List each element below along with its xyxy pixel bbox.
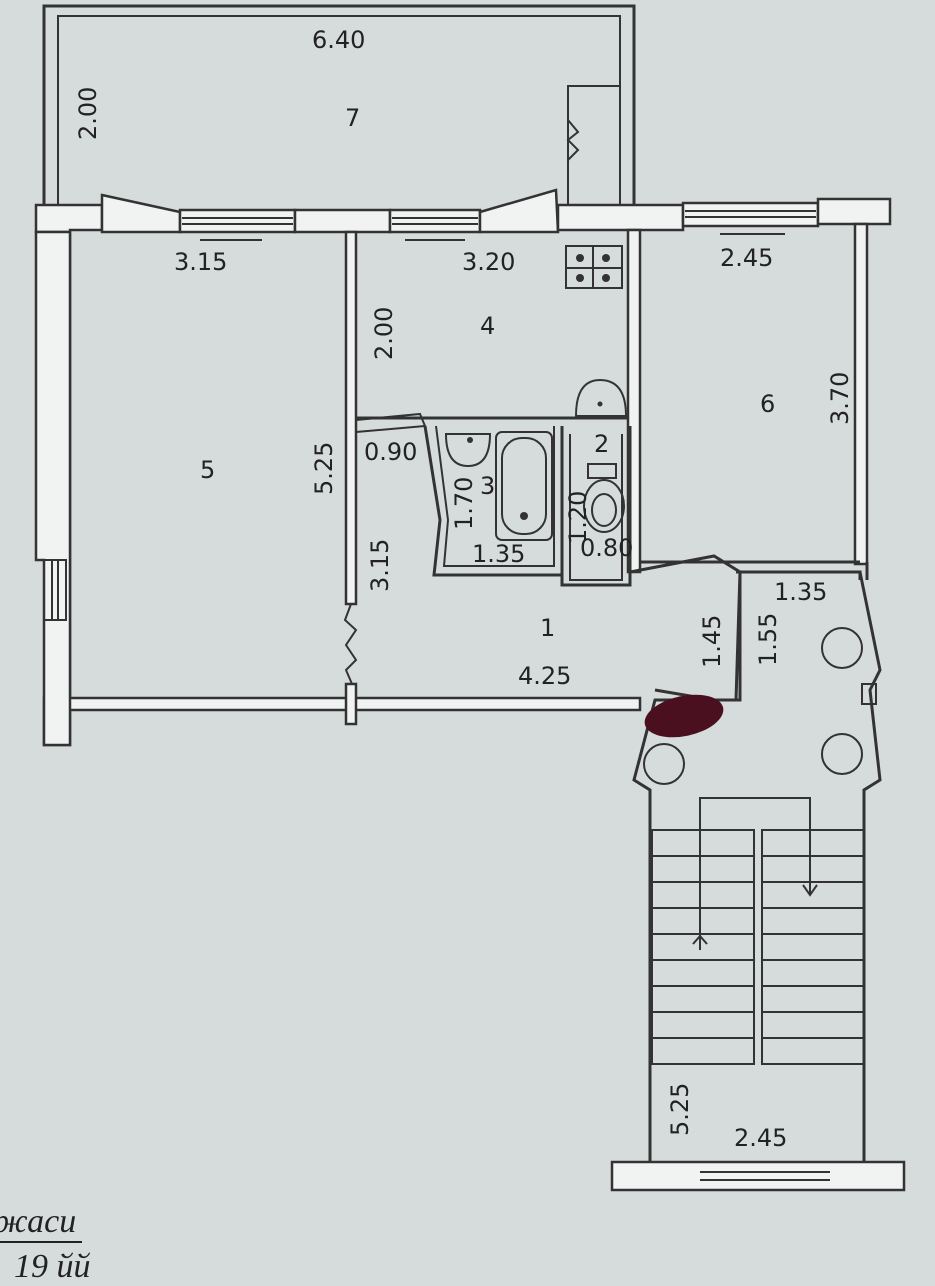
dim-kitchen-width: 3.20 <box>462 248 515 276</box>
dim-room5-width: 3.15 <box>174 248 227 276</box>
dim-hall-a: 0.90 <box>364 438 417 466</box>
dim-room5-length: 5.25 <box>310 442 338 495</box>
washbasin-icon <box>444 433 492 468</box>
dim-landing-depth: 1.55 <box>754 613 782 666</box>
stairs-left-flight <box>651 829 755 1065</box>
balcony <box>42 4 636 205</box>
room-label-7: 7 <box>345 104 360 132</box>
dim-wc-height: 1.20 <box>564 491 592 544</box>
windows <box>43 210 816 621</box>
stair-flight-outline <box>761 829 865 1065</box>
ink-stamp <box>644 694 724 738</box>
bathtub-icon <box>495 431 553 541</box>
dim-stair-length: 5.25 <box>666 1083 694 1136</box>
dim-balcony-depth: 2.00 <box>74 87 102 140</box>
dim-hall-depth: 1.45 <box>698 615 726 668</box>
dim-landing-width: 1.35 <box>774 578 827 606</box>
dim-balcony-width: 6.40 <box>312 26 365 54</box>
dim-bath-width: 1.35 <box>472 540 525 568</box>
stove-icon <box>565 245 623 289</box>
caption-line-1: жаси <box>0 1203 83 1243</box>
kitchen-sink-icon <box>574 378 628 417</box>
dim-room6-width: 2.45 <box>720 244 773 272</box>
dim-stair-width: 2.45 <box>734 1124 787 1152</box>
toilet-icon <box>583 463 625 533</box>
room-label-6: 6 <box>760 390 775 418</box>
stair-arrows <box>692 797 818 950</box>
room-labels: 7 4 5 6 3 2 1 <box>200 104 775 642</box>
room-label-1: 1 <box>540 614 555 642</box>
room-label-4: 4 <box>480 312 495 340</box>
dim-room6-length: 3.70 <box>826 372 854 425</box>
dim-hall-length: 3.15 <box>366 539 394 592</box>
fixtures <box>444 245 628 541</box>
dim-bath-height: 1.70 <box>450 477 478 530</box>
room-label-5: 5 <box>200 456 215 484</box>
stair-flight-outline <box>651 829 755 1065</box>
dim-kitchen-depth: 2.00 <box>370 307 398 360</box>
caption-line-2: 19 йй <box>14 1248 91 1285</box>
dim-hall-width: 4.25 <box>518 662 571 690</box>
room-label-3: 3 <box>480 472 495 500</box>
dimension-labels: 6.40 2.00 3.15 5.25 3.20 2.00 2.45 3.70 … <box>74 26 854 1152</box>
stairs-right-flight <box>761 829 865 1065</box>
dim-wc-width: 0.80 <box>580 534 633 562</box>
room-label-2: 2 <box>594 430 609 458</box>
